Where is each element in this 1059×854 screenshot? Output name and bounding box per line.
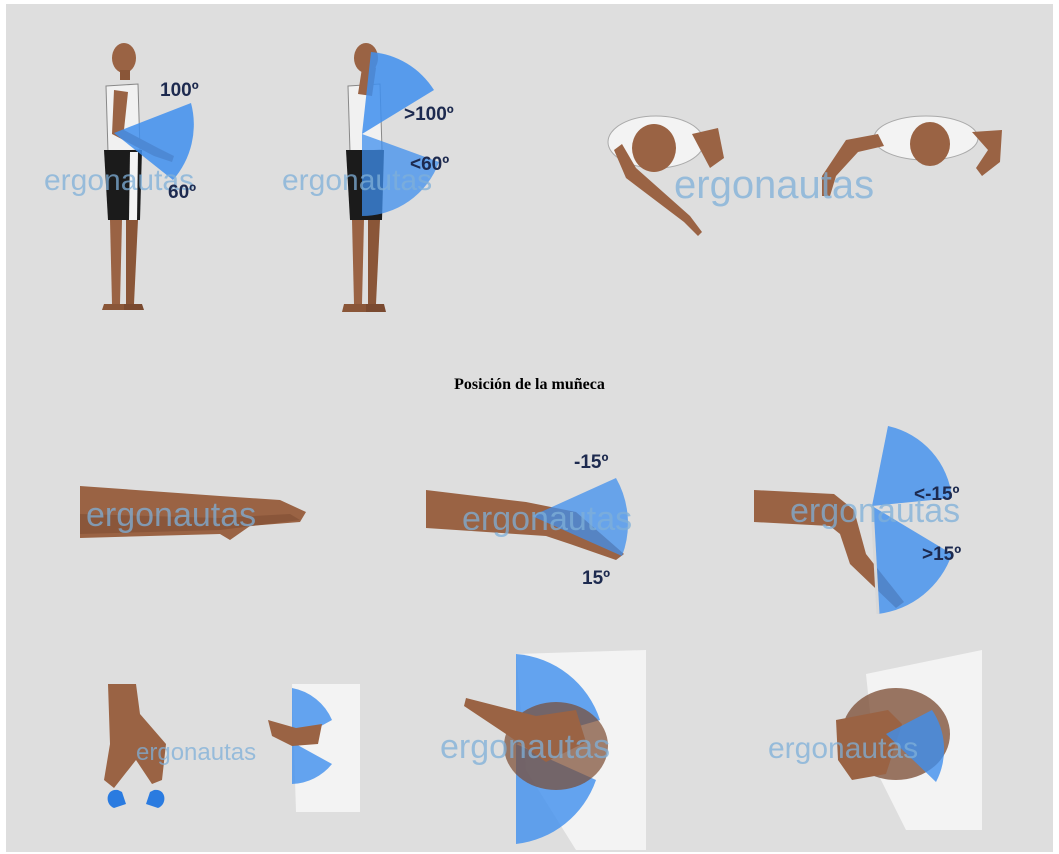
figure-arm-abduction: ergonautas <box>596 104 1016 254</box>
wrist-rotation-hands-illustration: ergonautas <box>96 684 356 814</box>
figure-wrist-extreme: ergonautas <-15º >15º <box>754 424 984 624</box>
angle-label-minus15: -15º <box>574 452 608 473</box>
wrist-extreme-illustration: ergonautas <-15º >15º <box>754 424 984 624</box>
figure-wrist-rotation-right: ergonautas <box>756 650 986 840</box>
angle-label-15: 15º <box>582 568 610 589</box>
rotate-right-icon <box>146 790 164 808</box>
figure-wrist-range: ergonautas -15º 15º <box>426 444 656 594</box>
figure-panel: ergonautas 100º 60º ergonautas >100º <60… <box>6 4 1053 852</box>
angle-label-gt100: >100º <box>404 104 454 125</box>
wrist-rotation-right-illustration: ergonautas <box>756 650 986 840</box>
angle-label-lt60: <60º <box>410 154 449 175</box>
arm-abduction-illustration: ergonautas <box>596 104 1016 254</box>
watermark-text: ergonautas <box>462 500 632 538</box>
figure-arm-range: ergonautas 100º 60º <box>34 38 254 318</box>
angle-label-lt-minus15: <-15º <box>914 484 960 505</box>
figure-wrist-rotation-mid: ergonautas <box>436 650 656 850</box>
angle-label-60: 60º <box>168 182 196 203</box>
arm-extreme-illustration: ergonautas >100º <60º <box>276 38 496 318</box>
arm-range-illustration: ergonautas 100º 60º <box>34 38 254 318</box>
watermark-text: ergonautas <box>440 728 610 766</box>
watermark-text: ergonautas <box>768 732 918 765</box>
watermark-text: ergonautas <box>136 739 256 766</box>
angle-label-gt15: >15º <box>922 544 961 565</box>
watermark-text: ergonautas <box>674 163 874 207</box>
watermark-text: ergonautas <box>86 496 256 534</box>
wrist-range-illustration: ergonautas -15º 15º <box>426 444 656 594</box>
angle-label-100: 100º <box>160 80 199 101</box>
figure-wrist-rotation-hands: ergonautas <box>96 684 356 814</box>
rotate-left-icon <box>108 790 126 808</box>
section-title: Posición de la muñeca <box>6 376 1053 394</box>
figure-wrist-neutral: ergonautas <box>80 474 330 554</box>
wrist-rotation-mid-illustration: ergonautas <box>436 650 656 850</box>
figure-arm-extreme: ergonautas >100º <60º <box>276 38 496 318</box>
wrist-neutral-illustration: ergonautas <box>80 474 330 554</box>
